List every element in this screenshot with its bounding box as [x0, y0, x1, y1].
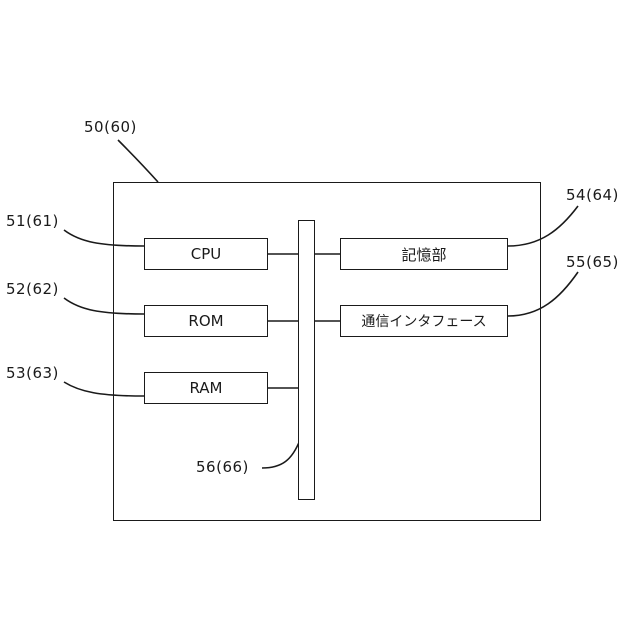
storage-block: 記憶部	[340, 238, 508, 270]
rom-block-label: ROM	[188, 312, 223, 330]
ram-block-label: RAM	[189, 379, 222, 397]
device-frame	[113, 182, 541, 521]
comm-interface-block: 通信インタフェース	[340, 305, 508, 337]
system-bus	[298, 220, 315, 500]
ram-block: RAM	[144, 372, 268, 404]
storage-block-label: 記憶部	[401, 244, 446, 265]
cpu-ref-label: 51(61)	[6, 212, 59, 230]
bus-ref-label: 56(66)	[196, 458, 249, 476]
cpu-block: CPU	[144, 238, 268, 270]
ram-ref-label: 53(63)	[6, 364, 59, 382]
leader-line-device	[118, 140, 158, 182]
comm-interface-block-label: 通信インタフェース	[361, 311, 486, 331]
device-ref-label: 50(60)	[84, 118, 137, 136]
rom-block: ROM	[144, 305, 268, 337]
storage-ref-label: 54(64)	[566, 186, 619, 204]
cpu-block-label: CPU	[191, 245, 222, 263]
comm-ref-label: 55(65)	[566, 253, 619, 271]
rom-ref-label: 52(62)	[6, 280, 59, 298]
